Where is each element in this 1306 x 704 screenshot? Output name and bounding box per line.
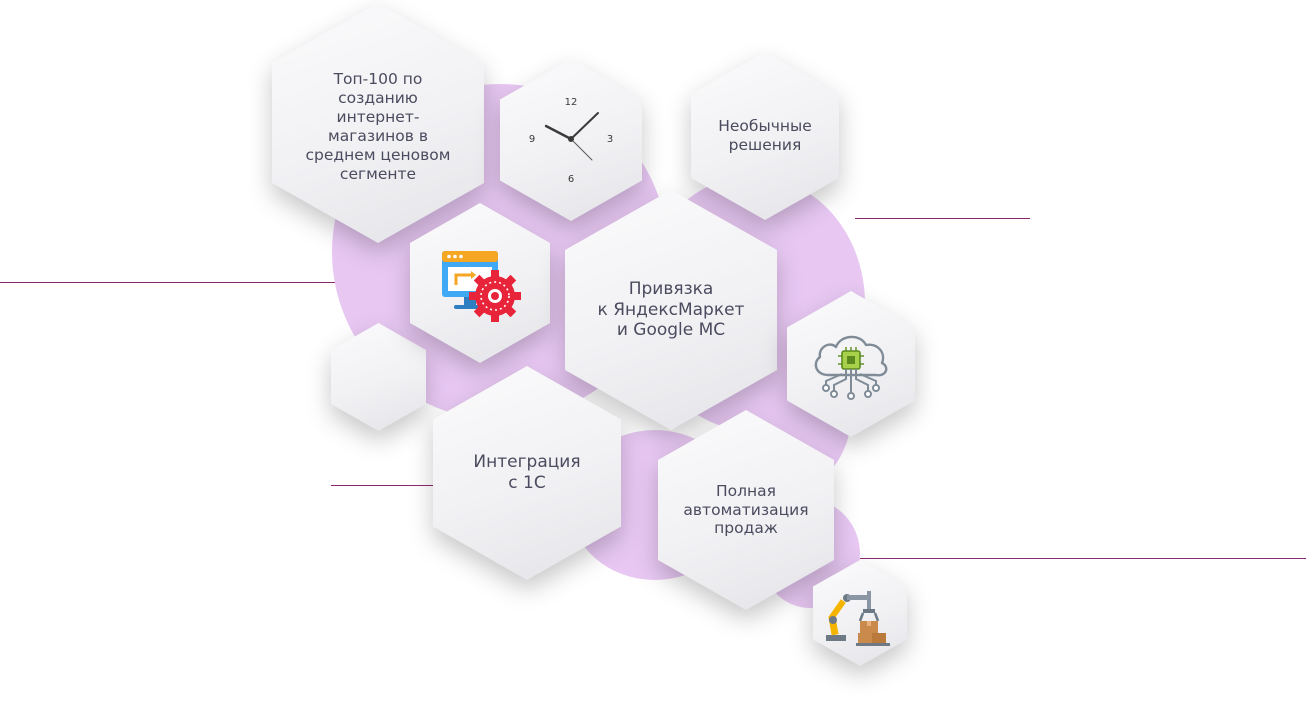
connector-line-integration	[331, 485, 435, 486]
hex-top100: Топ-100 по созданию интернет- магазинов …	[272, 3, 484, 243]
hex-top100-label: Топ-100 по созданию интернет- магазинов …	[305, 70, 451, 183]
monitor-gear-icon	[410, 203, 550, 363]
hex-clock: 12 3 6 9	[500, 59, 642, 221]
connector-line-bottom-right	[860, 558, 1306, 559]
robotic-arm-icon	[813, 560, 907, 666]
hex-empty	[331, 323, 426, 431]
hex-integration: Интеграция с 1С	[433, 366, 621, 580]
connector-line-left	[0, 282, 335, 283]
clock-number-3: 3	[607, 134, 613, 145]
hex-robot	[813, 560, 907, 666]
hex-automation-label: Полная автоматизация продаж	[683, 481, 809, 538]
hex-unusual-label: Необычные решения	[718, 117, 812, 154]
hex-automation: Полная автоматизация продаж	[658, 410, 834, 610]
connector-line-top-right	[855, 218, 1030, 219]
cloud-chip-icon	[787, 291, 915, 437]
clock-icon: 12 3 6 9	[500, 59, 642, 221]
clock-number-6: 6	[568, 174, 574, 185]
hex-cloud	[787, 291, 915, 437]
hex-integration-label: Интеграция с 1С	[473, 452, 581, 493]
hex-unusual: Необычные решения	[691, 52, 839, 220]
hex-marketplace: Привязка к ЯндексМаркет и Google MC	[565, 190, 777, 430]
clock-number-9: 9	[529, 134, 535, 145]
hex-marketplace-label: Привязка к ЯндексМаркет и Google MC	[597, 278, 745, 341]
hex-settings	[410, 203, 550, 363]
clock-number-12: 12	[565, 97, 578, 108]
